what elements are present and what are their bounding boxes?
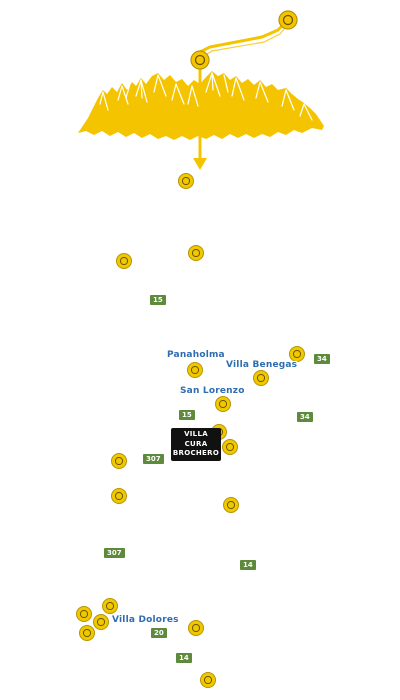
- map-marker[interactable]: [289, 346, 305, 362]
- town-label-panaholma: Panaholma: [167, 350, 225, 360]
- town-label-villa-benegas: Villa Benegas: [226, 360, 298, 370]
- route-badge: 307: [104, 548, 125, 558]
- map-marker[interactable]: [223, 497, 239, 513]
- mountains-icon: [78, 71, 324, 140]
- map-marker[interactable]: [188, 245, 204, 261]
- map-marker[interactable]: [102, 598, 118, 614]
- map-marker[interactable]: [116, 253, 132, 269]
- mountains-route-graphic: [78, 10, 324, 170]
- route-badge: 14: [240, 560, 256, 570]
- route-badge: 15: [150, 295, 166, 305]
- current-location-line: BROCHERO: [172, 449, 220, 457]
- map-marker[interactable]: [93, 614, 109, 630]
- route-arrow-icon: [190, 10, 298, 170]
- map-marker[interactable]: [222, 439, 238, 455]
- town-label-villa-dolores: Villa Dolores: [112, 615, 179, 625]
- route-badge: 307: [143, 454, 164, 464]
- map-marker[interactable]: [215, 396, 231, 412]
- current-location-line: VILLA: [184, 430, 208, 438]
- map-marker[interactable]: [111, 453, 127, 469]
- map-marker[interactable]: [200, 672, 216, 688]
- map-marker[interactable]: [253, 370, 269, 386]
- map-marker[interactable]: [79, 625, 95, 641]
- route-badge: 15: [179, 410, 195, 420]
- current-location-line: CURA: [184, 439, 208, 448]
- map-marker[interactable]: [76, 606, 92, 622]
- map-marker[interactable]: [178, 173, 194, 189]
- route-badge: 34: [297, 412, 313, 422]
- map-marker[interactable]: [111, 488, 127, 504]
- route-badge: 14: [176, 653, 192, 663]
- route-badge: 20: [151, 628, 167, 638]
- town-label-san-lorenzo: San Lorenzo: [180, 386, 245, 396]
- current-location-label[interactable]: VILLA CURA BROCHERO: [171, 428, 221, 461]
- route-badge: 34: [314, 354, 330, 364]
- map-marker[interactable]: [188, 620, 204, 636]
- map-marker[interactable]: [187, 362, 203, 378]
